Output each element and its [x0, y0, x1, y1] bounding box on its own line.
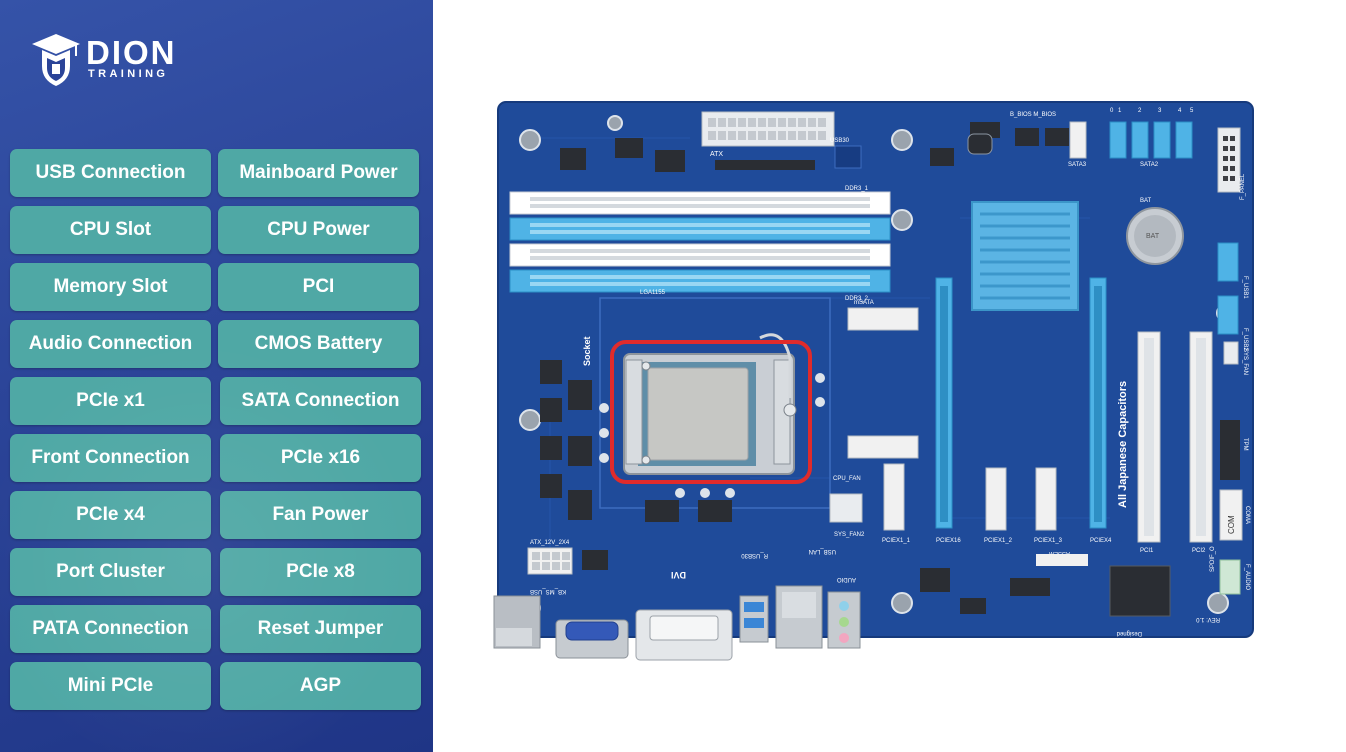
sidebar: DION TRAINING USB Connection Mainboard P… [0, 0, 433, 752]
usb-connection-button[interactable]: USB Connection [10, 149, 211, 197]
audio-silk: AUDIO [837, 576, 856, 582]
dvi-board-silk: DVI [671, 570, 686, 580]
pci2-silk: PCI2 [1192, 548, 1206, 554]
pciex1-3-silk: PCIEX1_3 [1034, 538, 1063, 544]
pci-slots [1137, 331, 1213, 543]
sata3-silk: SATA3 [1068, 162, 1087, 168]
front-panel-connector [1217, 127, 1241, 193]
sys-fan-silk: SYS_FAN [1242, 348, 1248, 375]
sata-1-silk: 1 [1118, 108, 1122, 114]
front-usb2-connector [1217, 295, 1239, 335]
sata-4-silk: 4 [1178, 108, 1182, 114]
cpu-fan-silk: CPU_FAN [833, 476, 861, 482]
front-usb1-connector [1217, 242, 1239, 282]
cpu-power-connector [527, 547, 573, 575]
ddr3-1-silk: DDR3_1 [845, 186, 869, 192]
mainboard-power-button[interactable]: Mainboard Power [218, 149, 419, 197]
f-panel-silk: F_PANEL [1240, 173, 1246, 200]
memory-slot-button[interactable]: Memory Slot [10, 263, 211, 311]
port-cluster-button[interactable]: Port Cluster [10, 548, 211, 596]
spdif-silk: SPDIF_O [1210, 546, 1216, 572]
msata-slot [847, 307, 919, 331]
graduation-shield-icon [32, 34, 80, 86]
bat-silk: BAT [1140, 198, 1152, 204]
audio-codec-chip [1109, 565, 1171, 617]
atx-silk: ATX [710, 151, 723, 158]
chipset-heatsink [971, 201, 1079, 311]
kb-ms-usb-silk: KB_MS_USB [530, 588, 566, 594]
cpu-slot-highlight [610, 340, 812, 484]
assem-silk: ASSEM [1049, 550, 1070, 556]
sata-2-silk: 2 [1138, 108, 1142, 114]
sata-3-silk: 3 [1158, 108, 1162, 114]
brand-tagline: TRAINING [88, 68, 169, 80]
rev-silk: REV: 1.0 [1196, 616, 1220, 622]
dion-training-logo: DION TRAINING [30, 32, 200, 88]
agp-button[interactable]: AGP [220, 662, 421, 710]
pciex16-silk: PCIEX16 [936, 538, 961, 544]
usb30-silk: USB30 [830, 138, 850, 144]
f-audio-silk: F_AUDIO [1244, 564, 1250, 590]
ddr3-2-silk: DDR3_2 [845, 296, 869, 302]
sata-5-silk: 5 [1190, 108, 1194, 114]
audio-connection-button[interactable]: Audio Connection [10, 320, 211, 368]
pcie-x8-button[interactable]: PCIe x8 [220, 548, 421, 596]
msata-silk: mSATA [854, 300, 874, 306]
bios-silk: B_BIOS M_BIOS [1010, 112, 1056, 118]
pcie-x4-slot [1089, 277, 1107, 529]
front-audio-header [1219, 559, 1241, 595]
pcie-x16-slot [935, 277, 953, 529]
pci1-silk: PCI1 [1140, 548, 1154, 554]
rear-io-ports [493, 585, 861, 661]
reset-jumper-button[interactable]: Reset Jumper [220, 605, 421, 653]
pciex1-1-silk: PCIEX1_1 [882, 538, 911, 544]
sata-ports [1069, 121, 1193, 159]
pata-connection-button[interactable]: PATA Connection [10, 605, 211, 653]
memory-slots [509, 191, 891, 293]
com-silk: COM [1227, 515, 1236, 534]
front-connection-button[interactable]: Front Connection [10, 434, 211, 482]
sys-fan2-silk: SYS_FAN2 [834, 532, 865, 538]
atx-power-connector [701, 111, 835, 147]
brand-name: DION [86, 34, 177, 71]
atx12v-silk: ATX_12V_2X4 [530, 540, 570, 546]
cpu-power-button[interactable]: CPU Power [218, 206, 419, 254]
pcie-x4-button[interactable]: PCIe x4 [10, 491, 211, 539]
designed-silk: Designed [1117, 630, 1142, 636]
coma-silk: COMA [1244, 506, 1250, 524]
cmos-battery-button[interactable]: CMOS Battery [218, 320, 419, 368]
tpm-header [1220, 420, 1240, 480]
battery-silk: BAT [1146, 233, 1160, 240]
f-usb2-silk: F_USB2 [1242, 328, 1248, 351]
pcie-x16-button[interactable]: PCIe x16 [220, 434, 421, 482]
pciex4-silk: PCIEX4 [1090, 538, 1112, 544]
f-usb1-silk: F_USB1 [1242, 276, 1248, 299]
sata2-silk: SATA2 [1140, 162, 1159, 168]
cpu-slot-button[interactable]: CPU Slot [10, 206, 211, 254]
com-header [1219, 489, 1243, 541]
fan-power-button[interactable]: Fan Power [220, 491, 421, 539]
sata-connection-button[interactable]: SATA Connection [220, 377, 421, 425]
pciex1-2-silk: PCIEX1_2 [984, 538, 1013, 544]
usb-lan-silk: USB_LAN [809, 548, 836, 554]
sata-0-silk: 0 [1110, 108, 1114, 114]
socket-silk: Socket [582, 336, 592, 366]
mini-pcie-button[interactable]: Mini PCIe [10, 662, 211, 710]
capacitors-silk: All Japanese Capacitors [1117, 381, 1129, 508]
pcie-x1-slots [883, 463, 1057, 531]
pci-button[interactable]: PCI [218, 263, 419, 311]
pcie-x1-button[interactable]: PCIe x1 [10, 377, 211, 425]
motherboard-image: ATX USB30 DDR3_1 DDR3_2 [490, 98, 1260, 664]
tpm-silk: TPM [1242, 438, 1248, 451]
cpu-socket [623, 333, 797, 475]
r-usb30-silk: R_USB30 [741, 552, 768, 558]
lga-silk: LGA1155 [640, 290, 666, 296]
